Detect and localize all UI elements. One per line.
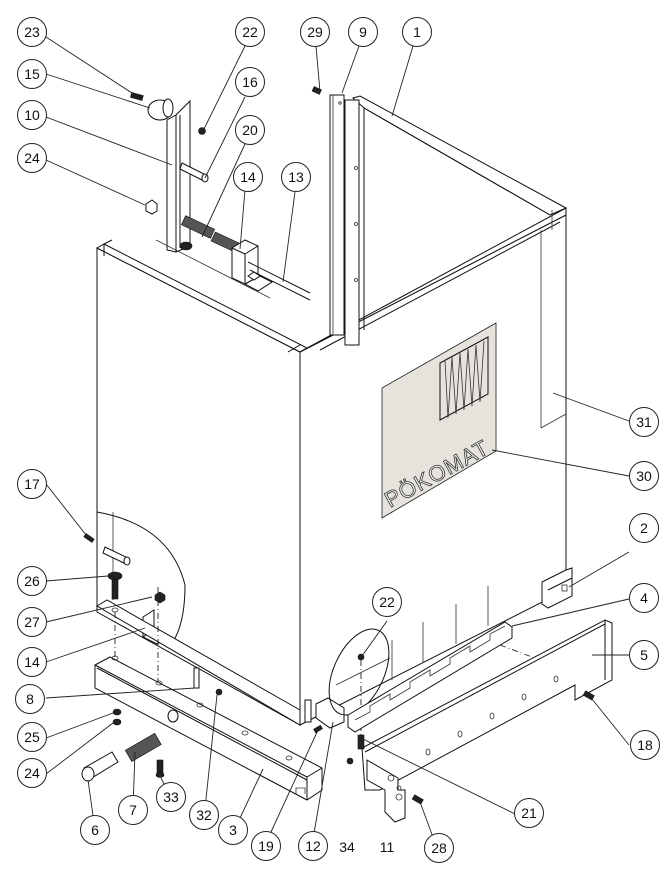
svg-text:27: 27	[24, 614, 40, 630]
callout-26[interactable]: 26	[17, 566, 47, 596]
svg-text:32: 32	[196, 807, 212, 823]
svg-text:14: 14	[24, 654, 40, 670]
svg-text:29: 29	[307, 24, 323, 40]
callout-7[interactable]: 7	[118, 795, 148, 825]
svg-text:3: 3	[229, 822, 237, 838]
svg-text:31: 31	[636, 414, 652, 430]
callout-24-bottom[interactable]: 24	[17, 758, 47, 788]
svg-text:26: 26	[24, 573, 40, 589]
callout-29[interactable]: 29	[300, 17, 330, 47]
leader-lines	[45, 36, 630, 849]
svg-text:23: 23	[24, 24, 40, 40]
svg-text:10: 10	[24, 107, 40, 123]
svg-text:24: 24	[24, 765, 40, 781]
callout-14-top[interactable]: 14	[233, 162, 263, 192]
svg-text:24: 24	[24, 150, 40, 166]
lower-right-assembly	[328, 586, 613, 823]
base-rail-right	[361, 619, 613, 791]
callout-25[interactable]: 25	[17, 722, 47, 752]
lower-left-assembly	[81, 511, 345, 801]
svg-text:4: 4	[640, 590, 648, 606]
callout-22-top[interactable]: 22	[235, 17, 265, 47]
callout-22-bottom[interactable]: 22	[372, 587, 402, 617]
callout-5[interactable]: 5	[629, 640, 659, 670]
callout-17[interactable]: 17	[17, 469, 47, 499]
svg-text:1: 1	[413, 24, 421, 40]
callout-19[interactable]: 19	[251, 831, 281, 861]
label-11: 11	[380, 839, 395, 855]
callout-27[interactable]: 27	[17, 607, 47, 637]
callout-15[interactable]: 15	[17, 59, 47, 89]
callout-4[interactable]: 4	[629, 583, 659, 613]
svg-text:9: 9	[359, 24, 367, 40]
callout-3[interactable]: 3	[218, 815, 248, 845]
back-frame	[351, 95, 568, 216]
callout-8[interactable]: 8	[15, 684, 45, 714]
svg-text:14: 14	[240, 169, 256, 185]
svg-text:22: 22	[379, 594, 395, 610]
svg-text:7: 7	[129, 802, 137, 818]
callout-14-bottom[interactable]: 14	[17, 647, 47, 677]
svg-text:2: 2	[640, 520, 648, 536]
callout-23[interactable]: 23	[17, 17, 47, 47]
callout-13[interactable]: 13	[281, 162, 311, 192]
foot-bracket	[541, 567, 573, 609]
label-34: 34	[339, 839, 355, 855]
svg-text:28: 28	[431, 840, 447, 856]
svg-text:19: 19	[258, 838, 274, 854]
svg-text:13: 13	[288, 169, 304, 185]
callout-20[interactable]: 20	[235, 115, 265, 145]
svg-text:18: 18	[637, 737, 653, 753]
callout-2[interactable]: 2	[629, 513, 659, 543]
svg-text:6: 6	[91, 822, 99, 838]
callout-18[interactable]: 18	[630, 730, 660, 760]
svg-text:25: 25	[24, 729, 40, 745]
callouts: 23 15 10 24 22 16 20 14 13 29 9 1 31 30 …	[15, 17, 660, 863]
callout-30[interactable]: 30	[629, 461, 659, 491]
svg-text:15: 15	[24, 66, 40, 82]
callout-28[interactable]: 28	[424, 833, 454, 863]
callout-16[interactable]: 16	[235, 67, 265, 97]
callout-12[interactable]: 12	[298, 831, 328, 861]
strip	[329, 94, 360, 346]
svg-text:16: 16	[242, 74, 258, 90]
svg-text:22: 22	[242, 24, 258, 40]
callout-1[interactable]: 1	[402, 17, 432, 47]
svg-text:5: 5	[640, 647, 648, 663]
callout-9[interactable]: 9	[348, 17, 378, 47]
svg-text:21: 21	[521, 805, 537, 821]
svg-text:17: 17	[24, 476, 40, 492]
callout-24-top[interactable]: 24	[17, 143, 47, 173]
upper-mechanism	[130, 86, 322, 301]
callout-10[interactable]: 10	[17, 100, 47, 130]
svg-text:33: 33	[163, 789, 179, 805]
callout-6[interactable]: 6	[80, 815, 110, 845]
svg-text:30: 30	[636, 468, 652, 484]
svg-text:12: 12	[305, 838, 321, 854]
svg-text:8: 8	[26, 691, 34, 707]
callout-33[interactable]: 33	[156, 782, 186, 812]
callout-21[interactable]: 21	[514, 798, 544, 828]
base-rail-left	[94, 656, 323, 801]
svg-text:20: 20	[242, 122, 258, 138]
callout-31[interactable]: 31	[629, 407, 659, 437]
callout-32[interactable]: 32	[189, 800, 219, 830]
hinge	[347, 621, 513, 733]
